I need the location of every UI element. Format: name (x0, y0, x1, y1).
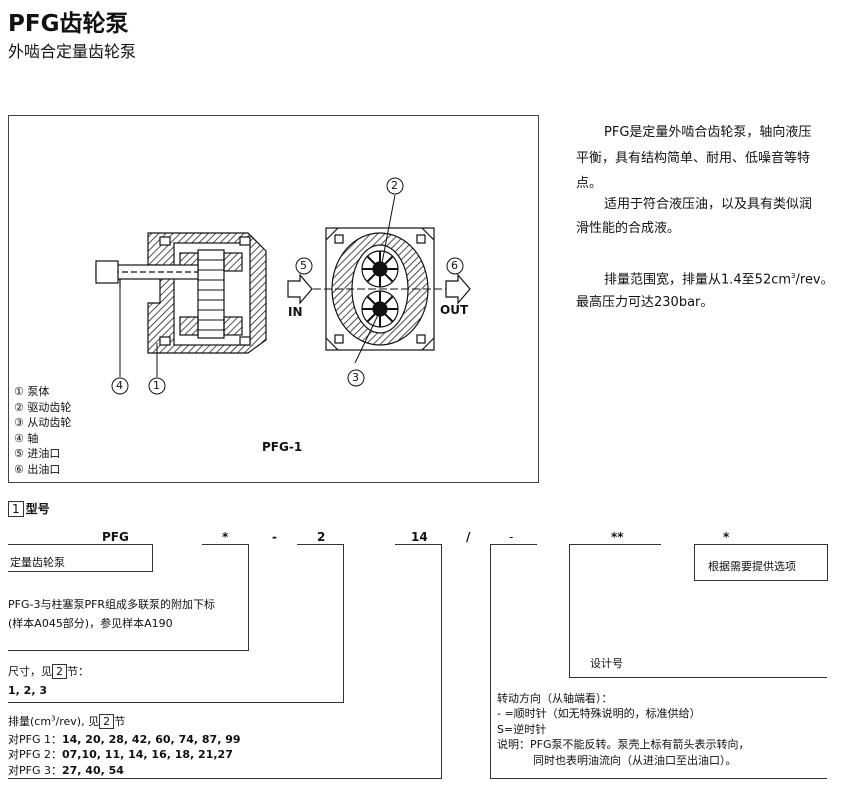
legend-item: ① 泵体 (14, 385, 50, 398)
desc-line: PFG是定量外啮合齿轮泵，轴向液压 (604, 125, 812, 140)
code-star-1: * (222, 530, 229, 544)
series-note: (样本A045部分)，参见样本A190 (8, 617, 173, 630)
page-subtitle: 外啮合定量齿轮泵 (8, 42, 137, 61)
callout-2-circle (386, 177, 404, 195)
options-box (694, 544, 828, 581)
callout-5: 5 (300, 259, 307, 272)
rotation-note: 同时也表明油流向（从进油口至出油口）。 (533, 754, 737, 767)
out-label: OUT (440, 303, 469, 317)
bracket (8, 702, 344, 703)
max-pressure: 最高压力可达230bar。 (576, 295, 714, 310)
bracket (343, 544, 344, 703)
bracket (569, 677, 827, 678)
options-text: 根据需要提供选项 (708, 560, 796, 573)
code-dash-1: - (272, 530, 277, 544)
rotation-ccw: S=逆时针 (497, 723, 547, 736)
desc-line: 适用于符合液压油，以及具有类似润 (604, 197, 813, 212)
legend-item: ③ 从动齿轮 (14, 416, 72, 430)
callout-1-circle (148, 377, 166, 395)
callout-6: 6 (451, 259, 458, 272)
callout-3: 3 (352, 371, 359, 384)
code-rotation: - (509, 530, 514, 544)
bracket (441, 544, 442, 779)
legend-item: ④ 轴 (14, 431, 39, 445)
callout-4: 4 (116, 379, 123, 392)
figure-frame (8, 115, 539, 483)
pfg3-values: 对PFG 3：27, 40, 54 (8, 764, 124, 777)
displacement-range: 排量范围宽，排量从1.4至52cm3/rev。 (604, 272, 834, 288)
pump-drawing (95, 177, 471, 395)
code-design: ** (611, 530, 624, 544)
code-pfg: PFG (102, 530, 129, 544)
callout-4-circle (111, 377, 129, 395)
rotation-title: 转动方向（从轴端看）： (497, 692, 613, 705)
underline (202, 544, 249, 545)
code-size: 2 (317, 530, 326, 544)
underline (490, 544, 537, 545)
underline (297, 544, 344, 545)
underline (569, 544, 661, 545)
callout-3-circle (347, 369, 365, 387)
code-displacement: 14 (411, 530, 428, 544)
rotation-note: 说明：PFG泵不能反转。泵壳上标有箭头表示转向， (497, 738, 750, 751)
design-number: 设计号 (590, 657, 623, 670)
bracket (8, 778, 442, 779)
bracket (569, 544, 570, 678)
desc-line: 滑性能的合成液。 (576, 221, 681, 236)
legend-item: ② 驱动齿轮 (14, 400, 72, 414)
underline (8, 544, 153, 545)
pump-name: 定量齿轮泵 (10, 556, 65, 569)
code-slash: / (466, 530, 471, 544)
pump-front-view (287, 227, 471, 351)
size-values: 1, 2, 3 (8, 684, 47, 697)
bracket (490, 544, 491, 779)
bracket (490, 778, 827, 779)
pfg1-values: 对PFG 1：14, 20, 28, 42, 60, 74, 87, 99 (8, 733, 241, 746)
bracket (8, 650, 249, 651)
underline (395, 544, 442, 545)
series-note: PFG-3与柱塞泵PFR组成多联泵的附加下标 (8, 598, 216, 611)
callout-1: 1 (153, 379, 160, 392)
bracket (152, 544, 153, 572)
code-options: * (723, 530, 730, 544)
pump-side-section (95, 232, 267, 354)
figure-label: PFG-1 (262, 440, 303, 454)
desc-line: 点。 (576, 176, 603, 191)
bracket (248, 544, 249, 651)
desc-line: 平衡，具有结构简单、耐用、低噪音等特 (576, 151, 811, 166)
in-label: IN (288, 305, 303, 319)
page-title: PFG齿轮泵 (8, 11, 129, 37)
callout-2: 2 (391, 179, 398, 192)
rotation-cw: - =顺时针（如无特殊说明的，标准供给） (497, 707, 701, 720)
bracket (8, 571, 153, 572)
legend-item: ⑤ 进油口 (14, 447, 61, 461)
pfg2-values: 对PFG 2：07,10, 11, 14, 16, 18, 21,27 (8, 748, 233, 761)
figure-legend: ① 泵体 ② 驱动齿轮 ③ 从动齿轮 ④ 轴 ⑤ 进油口 ⑥ 出油口 (14, 384, 71, 478)
callout-5-circle (295, 257, 313, 275)
callout-6-circle (446, 257, 464, 275)
legend-item: ⑥ 出油口 (14, 462, 61, 476)
